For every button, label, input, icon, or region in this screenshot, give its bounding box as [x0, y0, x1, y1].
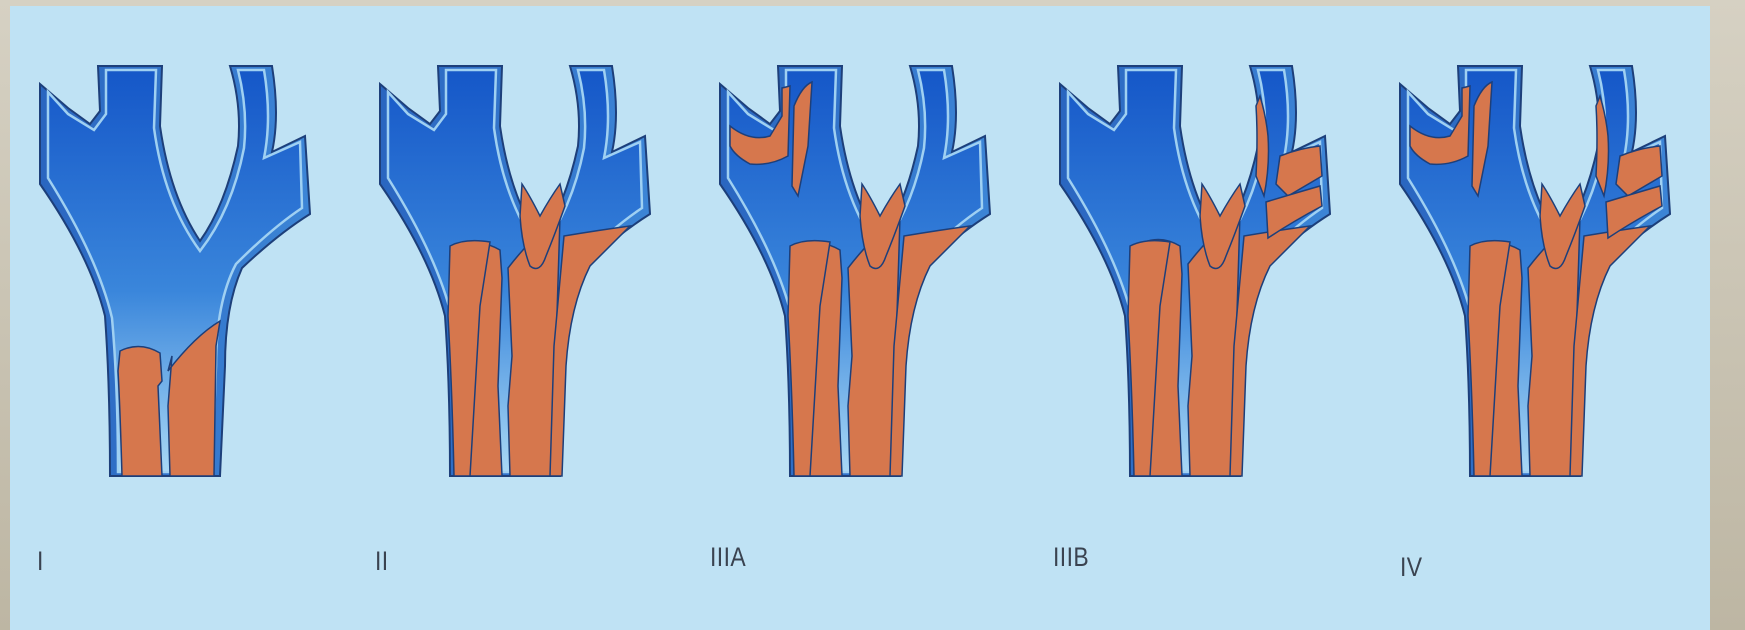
- vessel-stage-2: [380, 66, 650, 476]
- thrombus-shape: [1230, 226, 1310, 476]
- diagram-panel: I II IIIA IIIB IV: [10, 6, 1710, 630]
- vessel-stage-5: [1400, 66, 1670, 476]
- stage-label-i: I: [37, 546, 44, 577]
- stage-label-ii: II: [375, 546, 389, 577]
- thrombus-shape: [1570, 226, 1650, 476]
- thrombus-shape: [550, 226, 630, 476]
- vessel-stage-3: [720, 66, 990, 476]
- thrombus-shape: [890, 226, 970, 476]
- vessel-stages-figure: [10, 6, 1710, 630]
- thrombus-shape: [118, 346, 162, 476]
- stage-label-iiia: IIIA: [710, 542, 746, 573]
- stage-label-iv: IV: [1400, 552, 1423, 583]
- vessel-stage-4: [1060, 66, 1330, 476]
- vessel-stage-1: [40, 66, 310, 476]
- stage-label-iiib: IIIB: [1053, 542, 1089, 573]
